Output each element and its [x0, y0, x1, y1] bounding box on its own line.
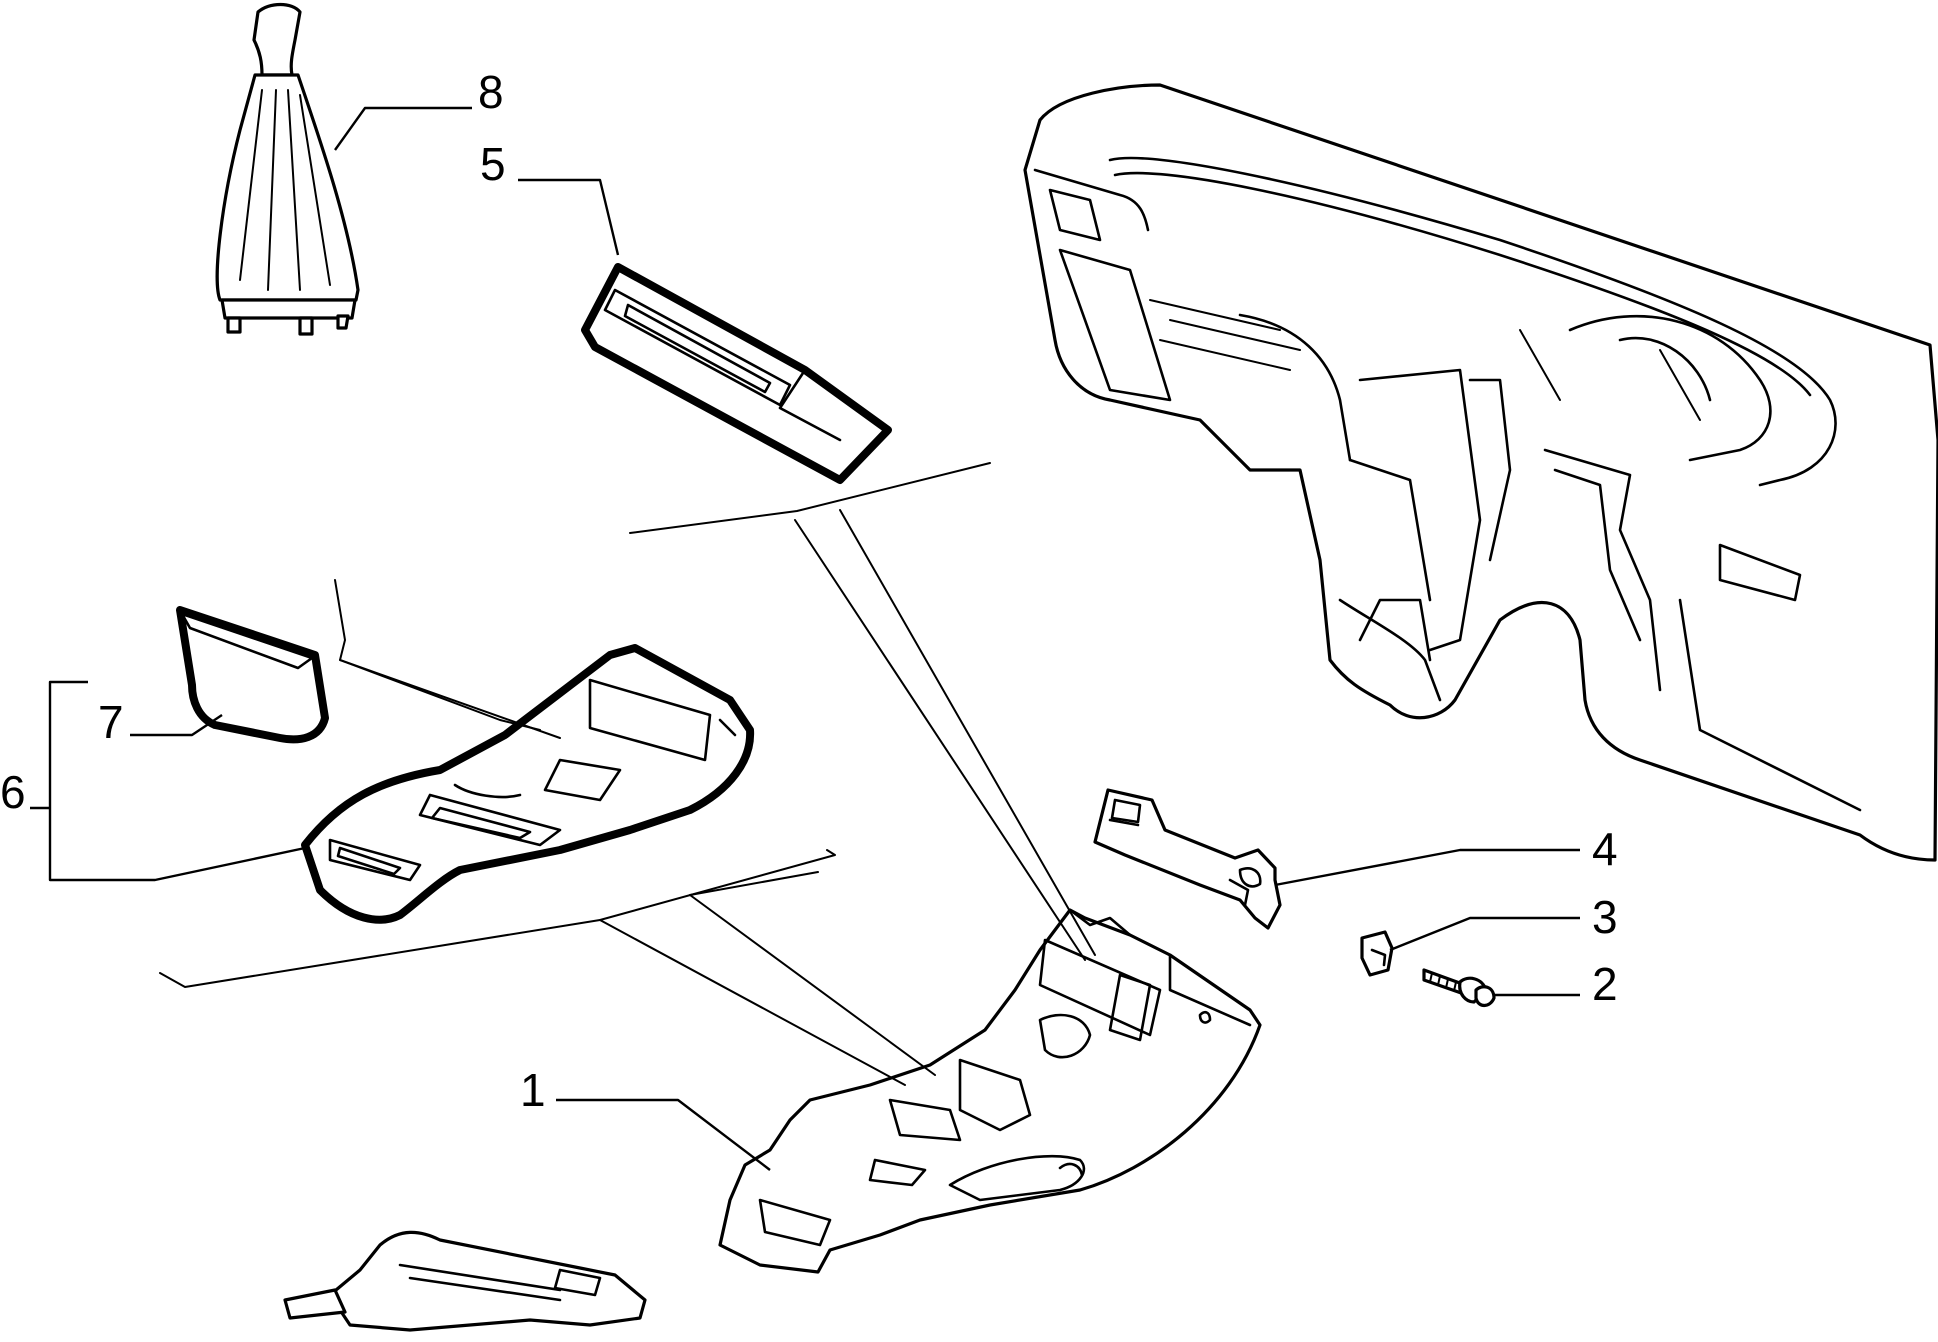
- part-2-screw: [1422, 968, 1496, 1008]
- bracket-6: [48, 680, 306, 882]
- dashboard-assembly: [1023, 83, 1938, 862]
- callout-labels: 8 5 7 6 1 4 3 2: [0, 66, 1618, 1116]
- part-3-clip-nut: [1360, 930, 1394, 977]
- callout-2: 2: [1592, 958, 1618, 1010]
- callout-leaders: [30, 106, 1580, 1171]
- callout-7: 7: [98, 696, 124, 748]
- callout-5: 5: [480, 138, 506, 190]
- callout-1: 1: [520, 1064, 546, 1116]
- part-8-gear-knob-boot: [215, 2, 360, 336]
- assembly-guide-lines: [159, 462, 1096, 1086]
- part-1-centre-console: [718, 908, 1262, 1274]
- leader-3: [1389, 916, 1580, 952]
- leader-5: [518, 178, 620, 256]
- callout-6: 6: [0, 766, 26, 818]
- callout-4: 4: [1592, 823, 1618, 875]
- leader-1: [556, 1098, 771, 1171]
- leader-7: [130, 714, 223, 737]
- part-7-storage-tray: [176, 606, 329, 744]
- leader-8: [334, 106, 472, 151]
- part-5-upper-trim-panel: [581, 263, 892, 484]
- part-6-console-top-cover: [301, 644, 755, 924]
- callout-3: 3: [1592, 891, 1618, 943]
- callout-8: 8: [478, 66, 504, 118]
- leader-4: [1274, 848, 1580, 887]
- part-4-bracket: [1093, 788, 1282, 930]
- lower-front-tray: [283, 1230, 647, 1332]
